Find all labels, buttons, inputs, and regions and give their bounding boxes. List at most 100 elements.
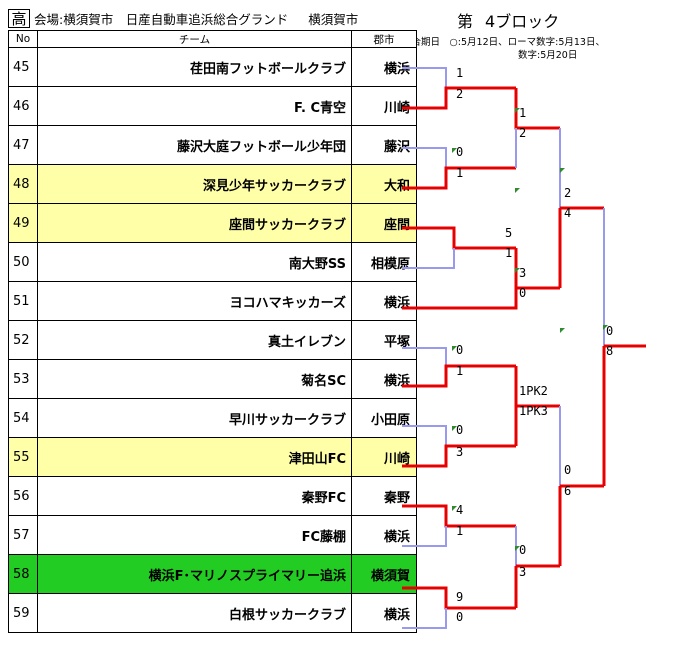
match-score: 0 <box>456 423 464 437</box>
match-score: 2 <box>456 87 464 101</box>
team-name: 荏田南フットボールクラブ <box>37 47 352 87</box>
team-number: 51 <box>8 281 38 321</box>
column-header-team: チーム <box>37 30 352 48</box>
match-score: 1PK3 <box>519 404 548 418</box>
team-city: 川崎 <box>351 437 417 477</box>
match-marker-icon <box>515 268 520 273</box>
match-marker-icon <box>560 168 565 173</box>
bracket-line <box>402 425 447 446</box>
match-score: 6 <box>564 484 572 498</box>
team-city: 平塚 <box>351 320 417 360</box>
header: 高 会場:横須賀市 日産自動車追浜総合グランド 横須賀市 <box>8 8 358 28</box>
team-number: 49 <box>8 203 38 243</box>
match-score: 0 <box>519 286 527 300</box>
match-score: 1 <box>456 166 464 180</box>
match-marker-icon <box>515 108 520 113</box>
bracket-line <box>402 288 518 310</box>
match-score: 0 <box>456 145 464 159</box>
bracket-line <box>402 444 516 468</box>
bracket-line <box>402 248 455 269</box>
match-score: 0 <box>564 463 572 477</box>
bracket-line <box>402 504 516 528</box>
match-score: 1 <box>456 364 464 378</box>
match-score: 3 <box>456 445 464 459</box>
match-marker-icon <box>515 546 520 551</box>
match-marker-icon <box>452 506 457 511</box>
bracket-line <box>402 86 516 110</box>
match-score: 9 <box>456 590 464 604</box>
bracket-line <box>402 364 516 388</box>
match-marker-icon <box>515 188 520 193</box>
match-score: 0 <box>519 543 527 557</box>
team-name: FC藤棚 <box>37 515 352 555</box>
match-score: 1 <box>456 66 464 80</box>
team-city: 横浜 <box>351 593 417 633</box>
bracket-line <box>402 147 447 168</box>
match-score: 5 <box>505 226 513 240</box>
bracket-line <box>402 586 516 610</box>
team-number: 54 <box>8 398 38 438</box>
team-number: 48 <box>8 164 38 204</box>
match-date-legend: 試合期日 ○:5月12日、ローマ数字:5月13日、 数字:5月20日 <box>402 36 605 62</box>
table-header-row: No チーム 郡市 <box>8 30 417 48</box>
team-city: 藤沢 <box>351 125 417 165</box>
team-number: 47 <box>8 125 38 165</box>
match-score: 3 <box>519 565 527 579</box>
bracket-line <box>402 67 447 98</box>
match-score: 0 <box>606 324 614 338</box>
match-marker-icon <box>452 346 457 351</box>
team-name: 南大野SS <box>37 242 352 282</box>
team-city: 相模原 <box>351 242 417 282</box>
team-name: 早川サッカークラブ <box>37 398 352 438</box>
bracket-line <box>402 347 447 366</box>
match-score: 1 <box>519 106 527 120</box>
match-marker-icon <box>603 325 608 330</box>
bracket-line <box>402 526 447 547</box>
category-mark: 高 <box>8 8 30 28</box>
team-city: 大和 <box>351 164 417 204</box>
match-score: 2 <box>564 186 572 200</box>
match-score: 1 <box>505 246 513 260</box>
match-score: 3 <box>519 266 527 280</box>
team-city: 横浜 <box>351 515 417 555</box>
team-name: F. C青空 <box>37 86 352 126</box>
block-label: 第 <box>457 12 474 31</box>
team-number: 58 <box>8 554 38 594</box>
match-marker-icon <box>560 328 565 333</box>
match-score: 4 <box>456 503 464 517</box>
team-number: 53 <box>8 359 38 399</box>
venue-label: 会場:横須賀市 日産自動車追浜総合グランド <box>34 11 289 27</box>
team-name: 菊名SC <box>37 359 352 399</box>
column-header-city: 郡市 <box>351 30 417 48</box>
venue-city: 横須賀市 <box>308 11 359 27</box>
match-marker-icon <box>452 148 457 153</box>
match-score: 1 <box>456 524 464 538</box>
team-name: 横浜F･マリノスプライマリー追浜 <box>37 554 352 594</box>
bracket-line <box>402 608 447 629</box>
bracket-line <box>402 226 516 250</box>
team-number: 56 <box>8 476 38 516</box>
match-score: 2 <box>519 126 527 140</box>
match-score: 4 <box>564 206 572 220</box>
bracket-line <box>402 166 516 190</box>
match-score: 0 <box>456 343 464 357</box>
team-name: 津田山FC <box>37 437 352 477</box>
match-marker-icon <box>452 426 457 431</box>
match-score: 0 <box>456 610 464 624</box>
team-city: 座間 <box>351 203 417 243</box>
